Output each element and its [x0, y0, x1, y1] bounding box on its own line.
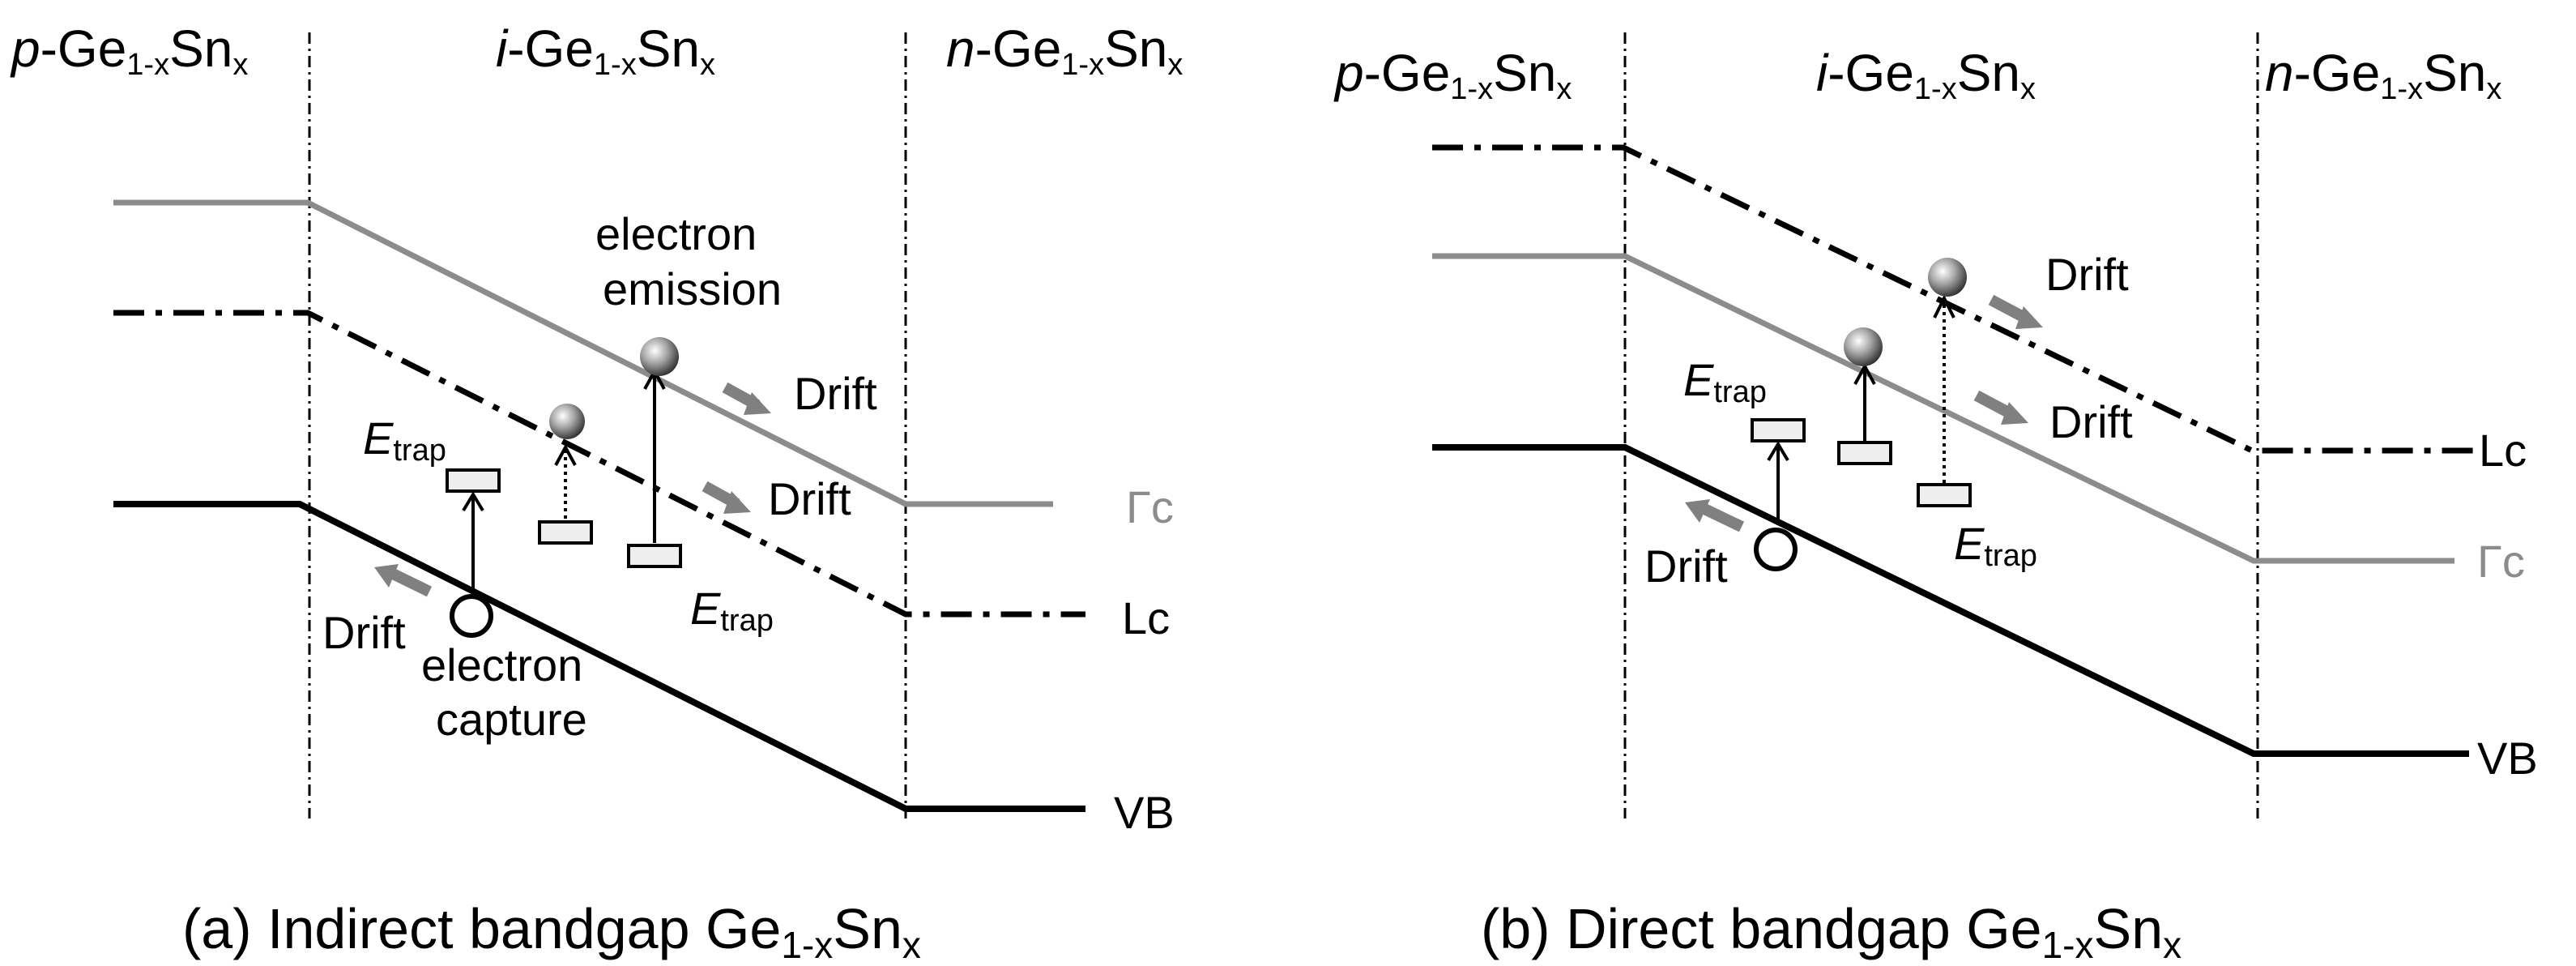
region-label-n: n-Ge1-xSnx — [946, 19, 1183, 82]
electron-sphere-gamma — [1844, 327, 1883, 366]
drift-arrow-hole — [374, 564, 433, 597]
region-label-i: i-Ge1-xSnx — [1816, 44, 2036, 106]
valence-band — [113, 501, 1085, 812]
caption-a: (a) Indirect bandgap Ge1-xSnx — [182, 897, 921, 966]
trap-level-2 — [538, 520, 593, 545]
drift-label-hole: Drift — [1644, 541, 1728, 592]
drift-arrow-gamma — [722, 382, 771, 415]
electron-sphere-1 — [549, 404, 585, 439]
hole-circle — [450, 594, 493, 638]
trap-level-1 — [446, 468, 501, 493]
drift-label-gamma: Drift — [794, 368, 877, 419]
band-label-lc: Lc — [2479, 425, 2527, 476]
trap-label-3: Etrap — [1954, 518, 2037, 573]
trap-label-1: Etrap — [363, 412, 446, 468]
emission-arrow — [643, 367, 666, 543]
drift-label-lc: Drift — [2045, 249, 2129, 300]
drift-label-gamma: Drift — [2049, 396, 2133, 447]
trap-level-3 — [627, 544, 682, 568]
emission-arrow-gamma — [1853, 362, 1876, 442]
valence-band — [1432, 444, 2469, 757]
emission-label-line1: electron — [595, 208, 757, 259]
drift-arrow-lc — [1988, 294, 2043, 329]
electron-sphere-2 — [640, 337, 679, 376]
drift-arrow-lc — [702, 481, 751, 514]
l-conduction-band — [113, 310, 1085, 618]
drift-arrow-hole — [1685, 499, 1745, 532]
band-label-lc: Lc — [1122, 592, 1170, 643]
trap-level-1 — [1751, 418, 1806, 442]
gamma-conduction-band — [1432, 253, 2454, 564]
region-label-i: i-Ge1-xSnx — [496, 19, 715, 82]
hole-circle — [1754, 528, 1798, 571]
electron-sphere-lc — [1928, 258, 1967, 297]
panel-a: p-Ge1-xSnx i-Ge1-xSnx n-Ge1-xSnx Γc Lc V… — [10, 19, 1183, 966]
band-label-gamma: Γc — [2477, 536, 2525, 587]
gamma-conduction-band — [113, 199, 1053, 507]
dotted-emission-arrow — [554, 443, 577, 519]
trap-label-3: Etrap — [690, 583, 774, 638]
region-label-n: n-Ge1-xSnx — [2265, 44, 2501, 106]
emission-label-line2: emission — [603, 263, 782, 314]
l-conduction-band — [1432, 144, 2477, 454]
drift-label-lc: Drift — [768, 473, 851, 524]
band-label-vb: VB — [1114, 787, 1175, 838]
capture-arrow — [1767, 441, 1789, 525]
drift-label-hole: Drift — [322, 607, 406, 658]
band-label-gamma: Γc — [1126, 481, 1174, 532]
region-label-p: p-Ge1-xSnx — [10, 19, 248, 82]
trap-level-2 — [1837, 441, 1892, 465]
trap-label-1: Etrap — [1683, 354, 1767, 409]
capture-label-line2: capture — [436, 694, 587, 745]
trap-level-3 — [1917, 483, 1972, 507]
dotted-emission-arrow-lc — [1933, 294, 1955, 483]
caption-b: (b) Direct bandgap Ge1-xSnx — [1481, 897, 2181, 966]
band-label-vb: VB — [2477, 733, 2538, 784]
capture-arrow — [462, 491, 484, 590]
capture-label-line1: electron — [421, 639, 582, 690]
drift-arrow-gamma — [1973, 390, 2028, 425]
panel-b: p-Ge1-xSnx i-Ge1-xSnx n-Ge1-xSnx Lc Γc V… — [1333, 32, 2538, 966]
region-label-p: p-Ge1-xSnx — [1333, 44, 1572, 106]
